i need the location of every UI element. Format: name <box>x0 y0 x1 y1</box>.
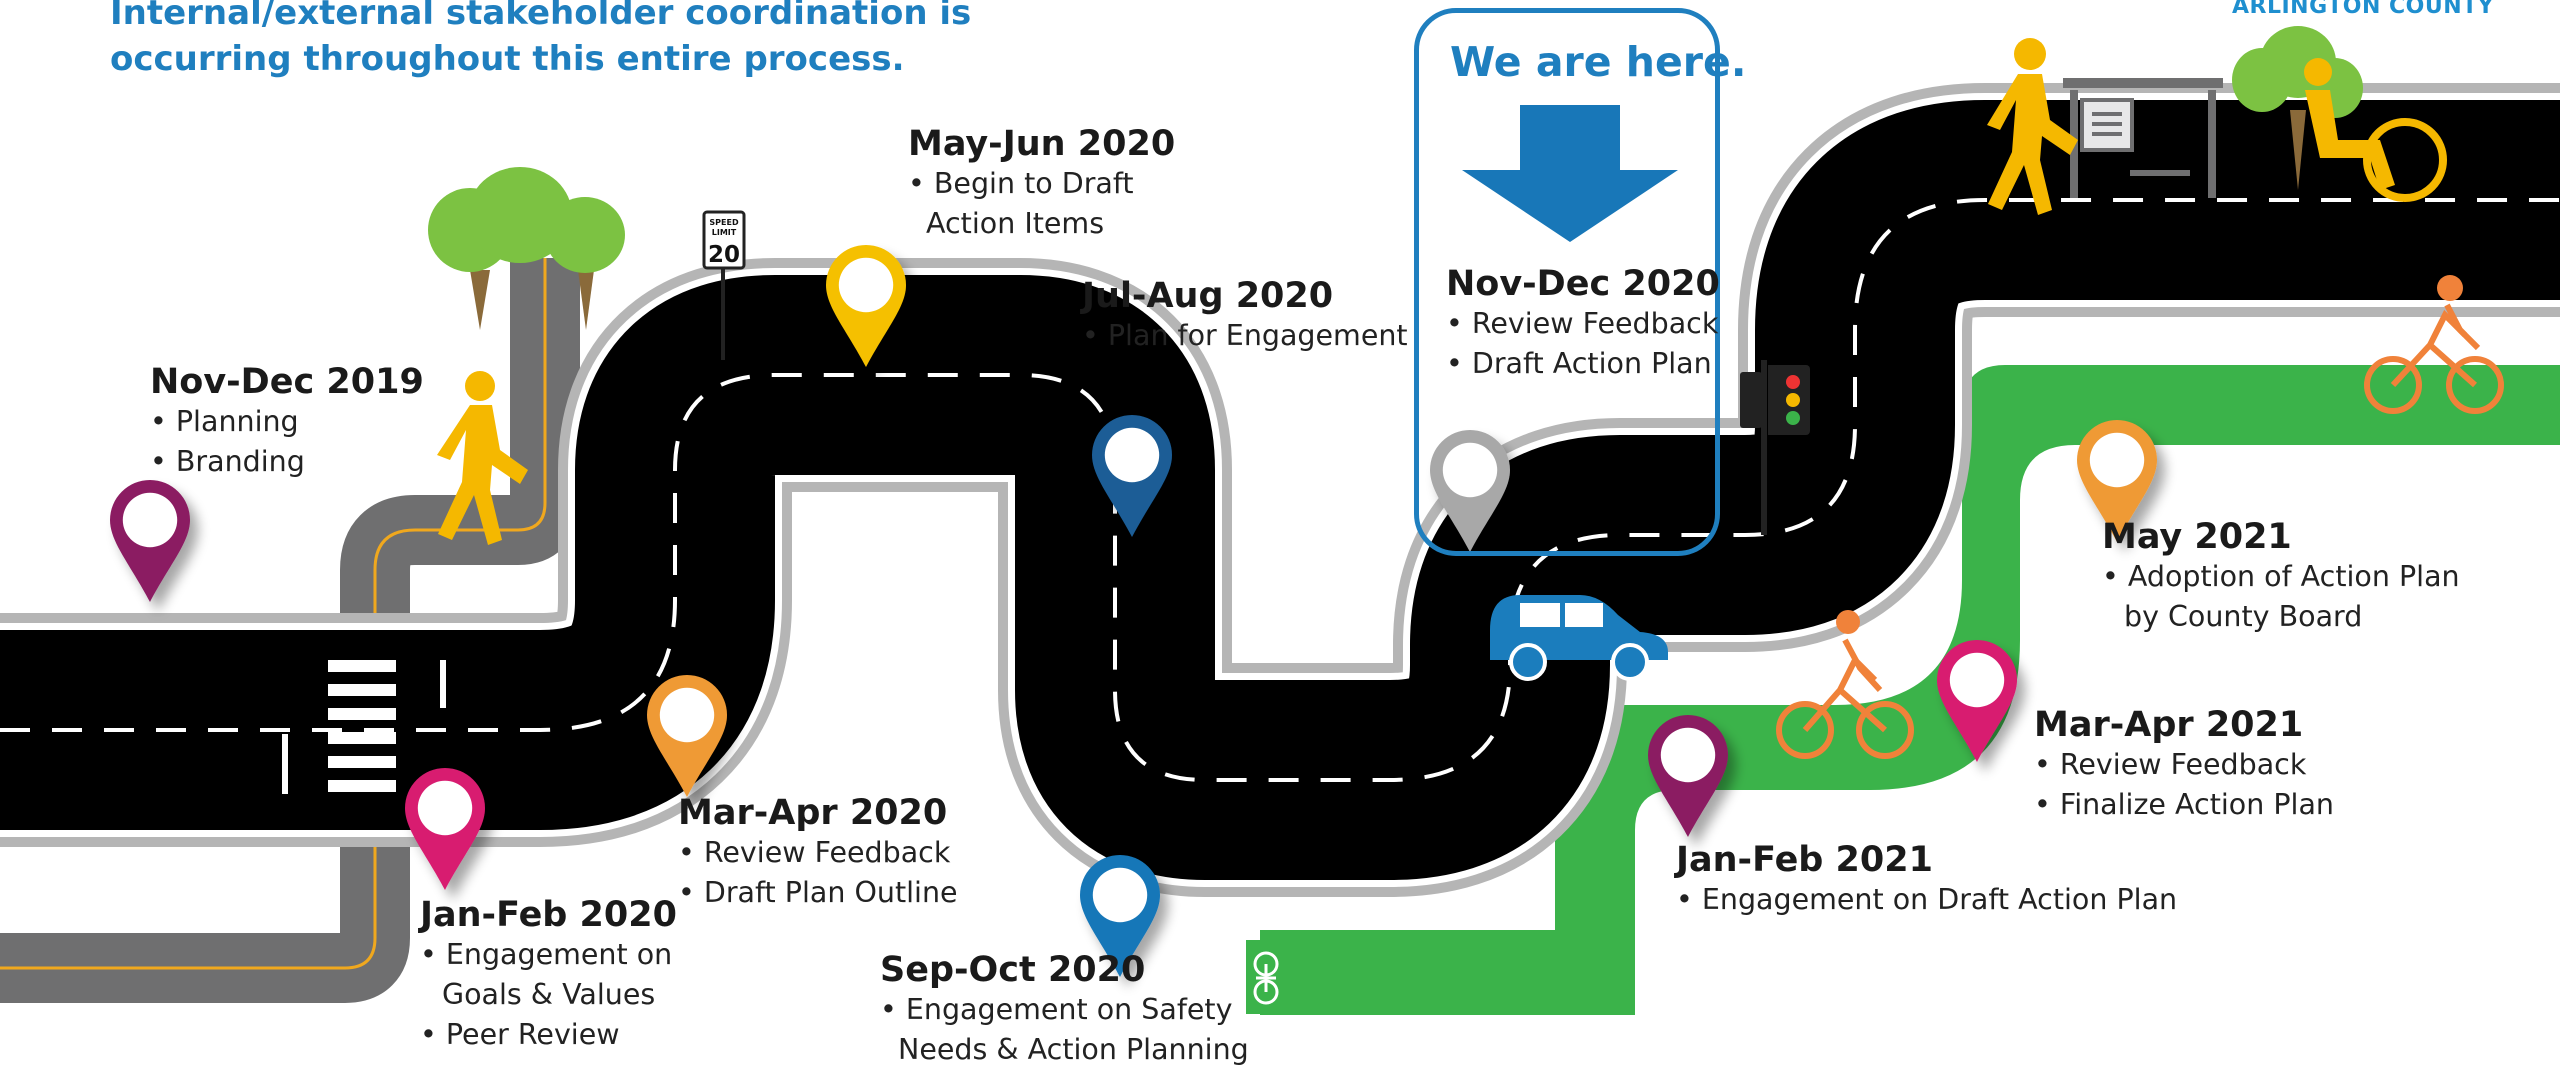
milestone-may-2021: May 2021 • Adoption of Action Plan by Co… <box>2102 517 2460 637</box>
we-are-here-arrow-icon <box>1462 105 1678 242</box>
milestone-item: • Engagement on Draft Action Plan <box>1676 883 2178 916</box>
milestone-period: Jul-Aug 2020 <box>1082 276 1334 316</box>
milestone-nov-dec-2019: Nov-Dec 2019 • Planning • Branding <box>150 362 424 482</box>
cyclist-icon <box>2364 275 2504 414</box>
walkway <box>0 258 580 1003</box>
milestone-period: Mar-Apr 2020 <box>678 793 948 833</box>
car-icon <box>1490 595 1668 681</box>
tree-icon <box>428 167 625 330</box>
speed-limit-sign-icon: SPEED LIMIT 20 <box>702 210 746 360</box>
milestone-item: Goals & Values <box>442 978 656 1011</box>
location-pin-icon <box>1648 715 1728 837</box>
milestone-period: May 2021 <box>2102 517 2292 557</box>
location-pin-icon <box>405 768 485 890</box>
milestone-item: • Review Feedback <box>1446 307 1719 340</box>
milestone-item: Needs & Action Planning <box>898 1033 1249 1066</box>
milestone-item: • Branding <box>150 445 305 478</box>
milestone-period: Jan-Feb 2020 <box>420 895 677 935</box>
milestone-item: • Review Feedback <box>678 836 951 869</box>
sign-line2: LIMIT <box>712 228 737 237</box>
we-are-here-label: We are here. <box>1450 38 1747 86</box>
location-pin-icon <box>1080 855 1160 977</box>
wheelchair-user-icon <box>2304 58 2447 202</box>
milestone-jul-aug-2020: Jul-Aug 2020 • Plan for Engagement <box>1082 276 1408 356</box>
cyclist-icon <box>1776 610 1914 759</box>
county-logo: ARLINGTON COUNTY <box>2232 0 2495 19</box>
we-are-here-callout <box>1414 8 1720 556</box>
milestone-mar-apr-2020: Mar-Apr 2020 • Review Feedback • Draft P… <box>678 793 958 913</box>
sign-value: 20 <box>708 242 740 268</box>
milestone-period: Nov-Dec 2020 <box>1446 264 1720 304</box>
bike-lane <box>1260 365 2560 1015</box>
bike-lane-icon <box>1246 940 1286 1014</box>
pedestrian-icon <box>1987 38 2078 215</box>
milestone-item: Action Items <box>926 207 1105 240</box>
milestone-item: • Begin to Draft <box>908 167 1134 200</box>
milestone-item: • Plan for Engagement <box>1082 319 1408 352</box>
location-pin-icon <box>2077 420 2157 542</box>
location-pin-icon <box>110 480 190 602</box>
location-pin-icon <box>1937 640 2017 762</box>
milestone-item: • Review Feedback <box>2034 748 2307 781</box>
crosswalk <box>282 660 446 794</box>
location-pin-icon <box>1430 430 1510 552</box>
location-pin-icon <box>647 675 727 797</box>
road <box>0 83 2560 897</box>
location-pin-icon <box>1092 415 1172 537</box>
milestone-item: • Planning <box>150 405 299 438</box>
milestone-period: Jan-Feb 2021 <box>1676 840 1933 880</box>
coordination-note-line1: Internal/external stakeholder coordinati… <box>110 0 972 33</box>
milestone-item: by County Board <box>2124 600 2363 633</box>
milestone-item: • Draft Plan Outline <box>678 876 958 909</box>
coordination-note: Internal/external stakeholder coordinati… <box>110 0 971 82</box>
milestone-item: • Draft Action Plan <box>1446 347 1712 380</box>
traffic-light-icon <box>1740 360 1810 535</box>
milestone-jan-feb-2020: Jan-Feb 2020 • Engagement on Goals & Val… <box>420 895 677 1055</box>
milestone-nov-dec-2020: Nov-Dec 2020 • Review Feedback • Draft A… <box>1446 264 1720 384</box>
bus-shelter-icon <box>2063 78 2223 198</box>
milestone-item: • Peer Review <box>420 1018 620 1051</box>
milestone-item: • Engagement on Safety <box>880 993 1233 1026</box>
milestone-item: • Engagement on <box>420 938 673 971</box>
milestone-item: • Finalize Action Plan <box>2034 788 2334 821</box>
milestone-may-jun-2020: May-Jun 2020 • Begin to Draft Action Ite… <box>908 124 1175 244</box>
milestone-jan-feb-2021: Jan-Feb 2021 • Engagement on Draft Actio… <box>1676 840 2177 920</box>
milestone-sep-oct-2020: Sep-Oct 2020 • Engagement on Safety Need… <box>880 950 1249 1070</box>
sign-line1: SPEED <box>709 218 739 227</box>
milestone-period: Mar-Apr 2021 <box>2034 705 2304 745</box>
milestone-mar-apr-2021: Mar-Apr 2021 • Review Feedback • Finaliz… <box>2034 705 2334 825</box>
milestone-period: May-Jun 2020 <box>908 124 1176 164</box>
pedestrian-icon <box>437 371 528 545</box>
location-pin-icon <box>826 245 906 367</box>
milestone-period: Nov-Dec 2019 <box>150 362 424 402</box>
milestone-item: • Adoption of Action Plan <box>2102 560 2460 593</box>
milestone-period: Sep-Oct 2020 <box>880 950 1146 990</box>
coordination-note-line2: occurring throughout this entire process… <box>110 39 905 79</box>
